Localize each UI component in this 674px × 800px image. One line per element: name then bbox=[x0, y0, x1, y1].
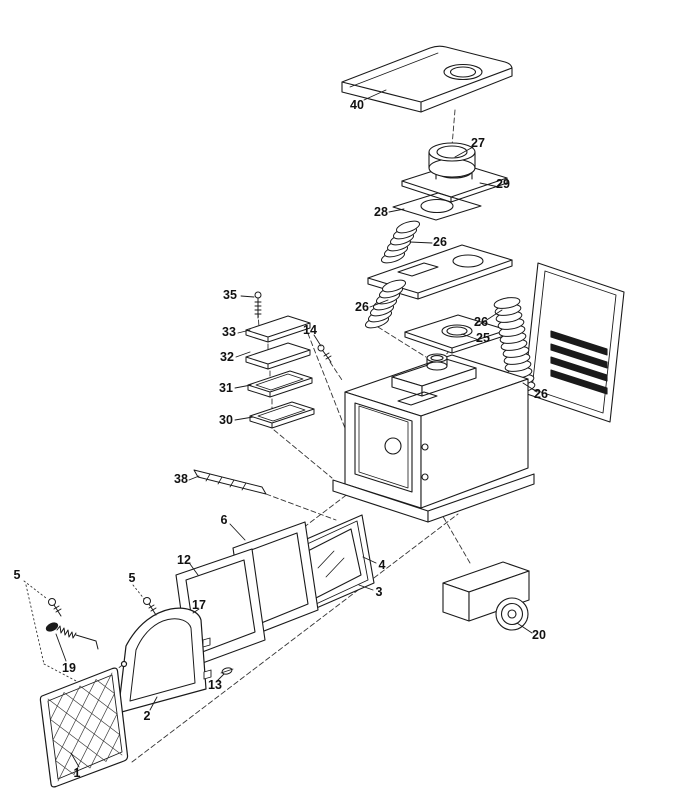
part-14-screw bbox=[317, 344, 332, 363]
part-26-flex-pipe-upper bbox=[380, 220, 421, 264]
part-13-clip bbox=[220, 667, 234, 675]
part-31-plate bbox=[247, 370, 313, 398]
screw-5-dotted-guides bbox=[23, 580, 146, 703]
part-35-bolt bbox=[254, 291, 262, 319]
part-26-flex-pipe-middle bbox=[364, 279, 407, 329]
part-28-gasket bbox=[392, 192, 482, 221]
part-2-door bbox=[117, 607, 212, 714]
part-5-screw-right bbox=[143, 597, 157, 616]
part-19-handle bbox=[45, 622, 99, 650]
part-25-collar-plate bbox=[404, 314, 508, 354]
part-33-plate bbox=[245, 315, 311, 343]
part-38-ash-strip bbox=[193, 469, 267, 495]
firebox-body bbox=[332, 353, 535, 523]
part-30-plate bbox=[249, 401, 315, 429]
part-20-blower bbox=[442, 561, 530, 631]
right-side-panel bbox=[523, 262, 625, 423]
part-32-plate bbox=[245, 342, 311, 370]
callout-leader-lines bbox=[55, 89, 538, 768]
part-1-grille bbox=[39, 667, 129, 788]
part-5-screw-left bbox=[48, 598, 62, 617]
part-27-flue-collar bbox=[428, 142, 476, 178]
part-40-top-plate bbox=[341, 45, 513, 113]
